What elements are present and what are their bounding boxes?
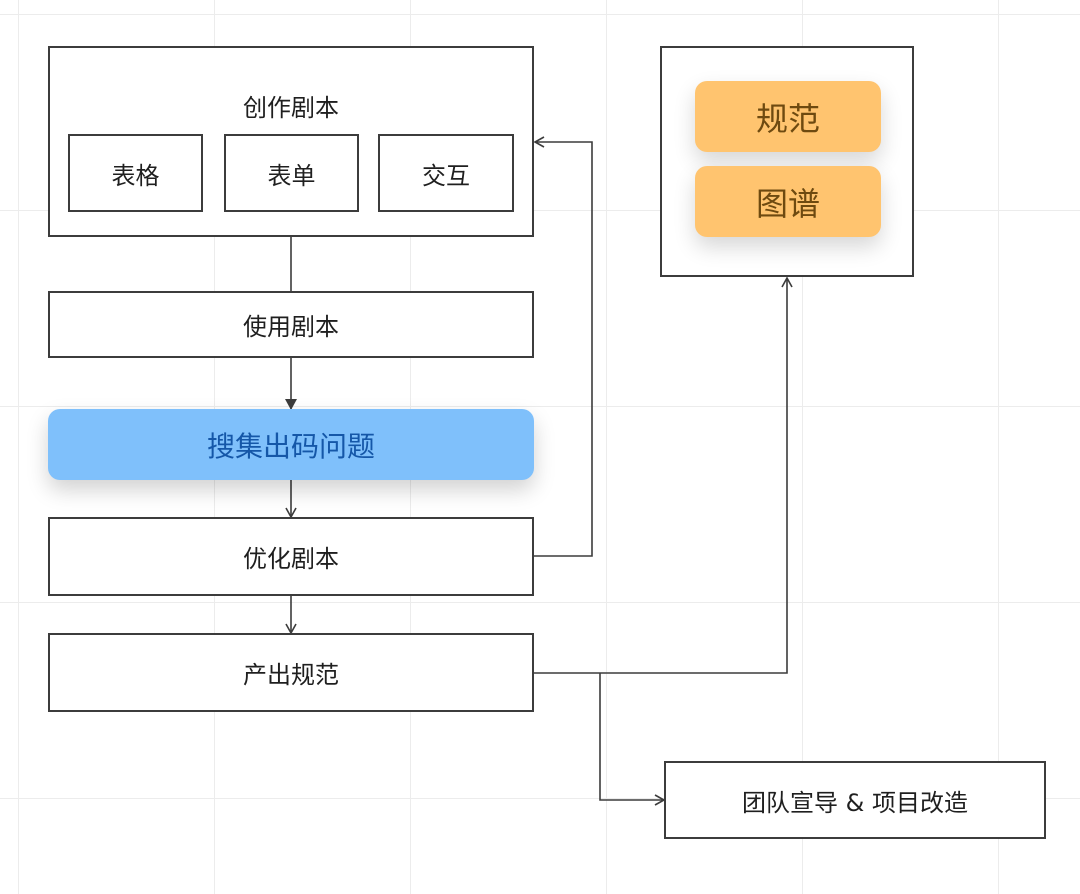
create-script-title: 创作剧本 bbox=[243, 94, 339, 122]
connector-optimize-loop-back bbox=[533, 136, 593, 557]
create-item-interaction: 交互 bbox=[378, 134, 514, 212]
produce-spec-node: 产出规范 bbox=[48, 633, 534, 712]
create-item-table: 表格 bbox=[68, 134, 203, 212]
connector-produce-to-spec-group bbox=[533, 276, 793, 674]
collect-issues-node: 搜集出码问题 bbox=[48, 409, 534, 480]
spec-output-group: 规范 图谱 bbox=[660, 46, 914, 277]
connector-produce-to-team-promo bbox=[599, 673, 666, 806]
use-script-node: 使用剧本 bbox=[48, 291, 534, 358]
optimize-script-node: 优化剧本 bbox=[48, 517, 534, 596]
create-item-form: 表单 bbox=[224, 134, 359, 212]
graph-tag: 图谱 bbox=[695, 166, 881, 237]
spec-tag: 规范 bbox=[695, 81, 881, 152]
create-script-group: 创作剧本 表格 表单 交互 bbox=[48, 46, 534, 237]
team-promo-node: 团队宣导 & 项目改造 bbox=[664, 761, 1046, 839]
